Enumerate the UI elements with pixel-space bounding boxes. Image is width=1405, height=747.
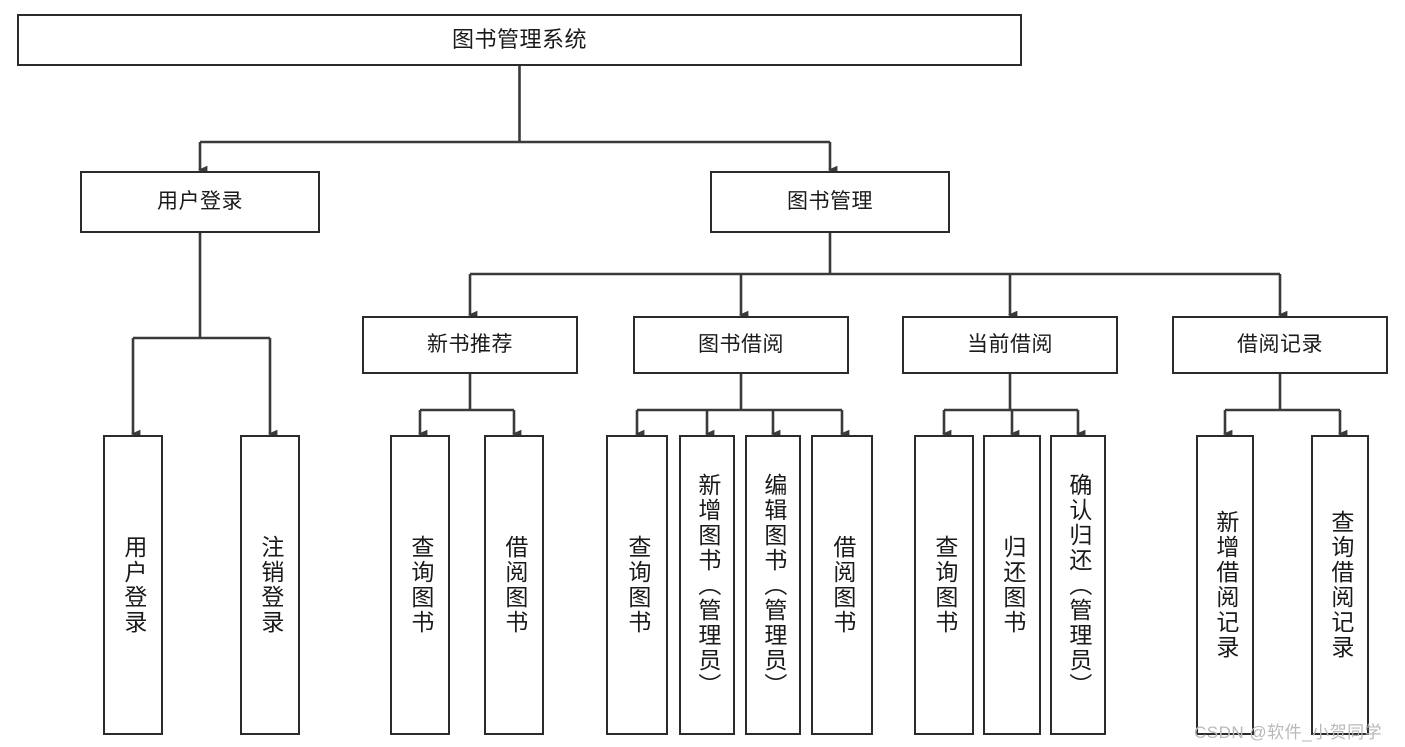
- node-label: 查询借阅记录: [1327, 510, 1354, 660]
- leaf-borrow-edit-book-admin[interactable]: 编辑图书（管理员）: [745, 435, 801, 735]
- node-label: 图书借阅: [698, 332, 784, 356]
- node-root-book-management-system[interactable]: 图书管理系统: [17, 14, 1022, 66]
- leaf-user-login[interactable]: 用户登录: [103, 435, 163, 735]
- node-label: 确认归还（管理员）: [1065, 472, 1092, 698]
- leaf-user-logout[interactable]: 注销登录: [240, 435, 300, 735]
- node-label: 借阅图书: [501, 535, 528, 635]
- node-label: 新增借阅记录: [1212, 510, 1239, 660]
- node-label: 查询图书: [407, 535, 434, 635]
- leaf-record-add-borrow-record[interactable]: 新增借阅记录: [1196, 435, 1254, 735]
- node-label: 新增图书（管理员）: [694, 472, 721, 698]
- node-label: 归还图书: [999, 535, 1026, 635]
- node-label: 查询图书: [624, 535, 651, 635]
- node-label: 当前借阅: [967, 332, 1053, 356]
- node-label: 编辑图书（管理员）: [760, 472, 787, 698]
- node-label: 用户登录: [157, 189, 243, 213]
- leaf-borrow-query-book[interactable]: 查询图书: [606, 435, 668, 735]
- node-label: 查询图书: [931, 535, 958, 635]
- node-new-book-recommendation[interactable]: 新书推荐: [362, 316, 578, 374]
- leaf-recommend-borrow-book[interactable]: 借阅图书: [484, 435, 544, 735]
- leaf-record-query-borrow-record[interactable]: 查询借阅记录: [1311, 435, 1369, 735]
- leaf-current-confirm-return-admin[interactable]: 确认归还（管理员）: [1050, 435, 1106, 735]
- leaf-current-return-book[interactable]: 归还图书: [983, 435, 1041, 735]
- leaf-borrow-borrow-book[interactable]: 借阅图书: [811, 435, 873, 735]
- node-label: 图书管理: [787, 189, 873, 213]
- node-book-borrowing[interactable]: 图书借阅: [633, 316, 849, 374]
- node-book-management[interactable]: 图书管理: [710, 171, 950, 233]
- csdn-watermark: CSDN @软件_小贺同学: [1194, 723, 1383, 742]
- node-label: 用户登录: [120, 535, 147, 635]
- node-borrowing-record[interactable]: 借阅记录: [1172, 316, 1388, 374]
- node-label: 借阅记录: [1237, 332, 1323, 356]
- leaf-current-query-book[interactable]: 查询图书: [914, 435, 974, 735]
- node-label: 新书推荐: [427, 332, 513, 356]
- node-label: 借阅图书: [829, 535, 856, 635]
- node-user-login[interactable]: 用户登录: [80, 171, 320, 233]
- node-label: 图书管理系统: [451, 27, 587, 53]
- node-current-borrowing[interactable]: 当前借阅: [902, 316, 1118, 374]
- leaf-recommend-query-book[interactable]: 查询图书: [390, 435, 450, 735]
- node-label: 注销登录: [257, 535, 284, 635]
- leaf-borrow-add-book-admin[interactable]: 新增图书（管理员）: [679, 435, 735, 735]
